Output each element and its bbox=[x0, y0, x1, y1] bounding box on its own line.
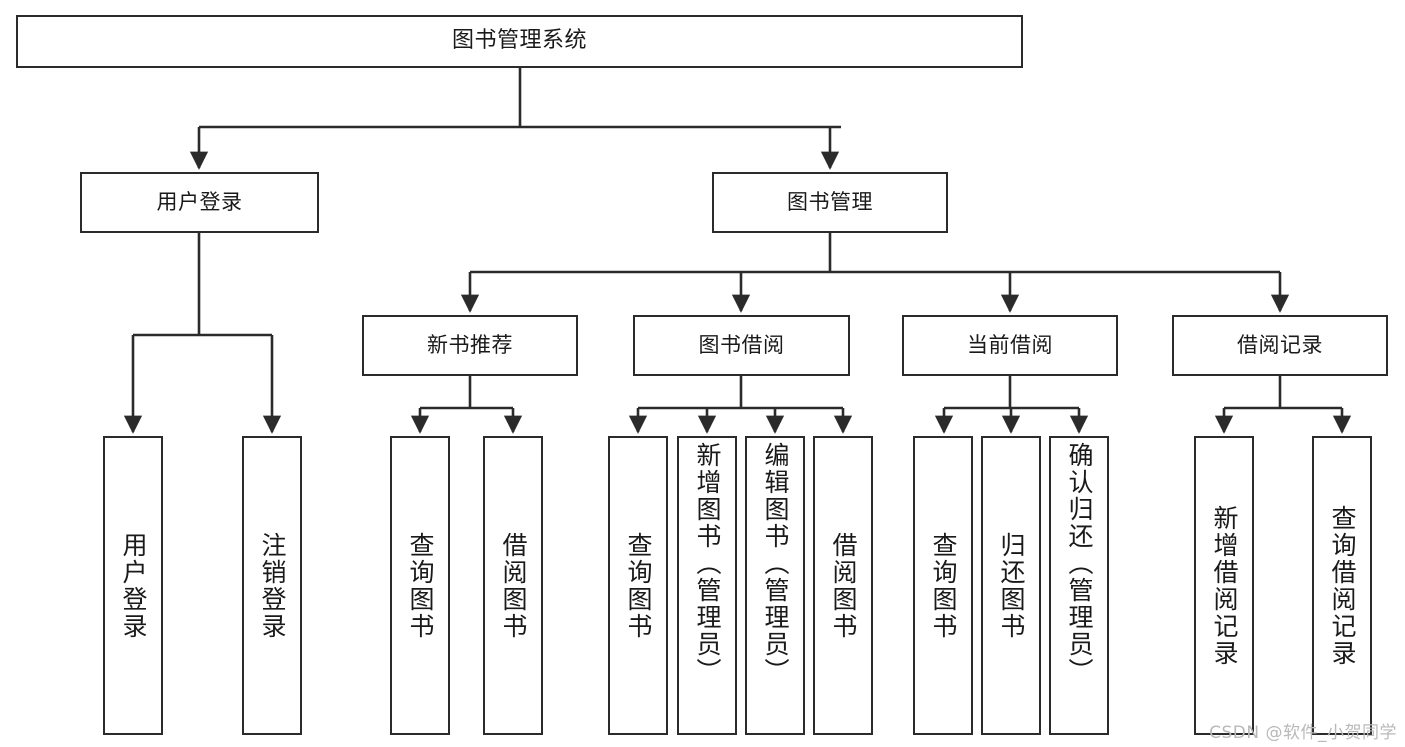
leaf-newbook-query-book[interactable]: 查询图书 bbox=[390, 436, 450, 735]
node-label: 当前借阅 bbox=[967, 332, 1053, 357]
node-label: 借阅图书 bbox=[499, 531, 528, 640]
node-book-management[interactable]: 图书管理 bbox=[712, 172, 948, 233]
leaf-borrow-add-book-admin[interactable]: 新增图书（管理员） bbox=[677, 436, 737, 735]
leaf-current-return-book[interactable]: 归还图书 bbox=[981, 436, 1041, 735]
leaf-records-add-record[interactable]: 新增借阅记录 bbox=[1194, 436, 1254, 735]
node-label: 图书管理系统 bbox=[451, 28, 587, 54]
leaf-user-logout[interactable]: 注销登录 bbox=[242, 436, 302, 735]
node-label: 用户登录 bbox=[156, 189, 243, 214]
node-label: 归还图书 bbox=[997, 531, 1026, 640]
node-label: 借阅记录 bbox=[1237, 332, 1323, 357]
node-user-login[interactable]: 用户登录 bbox=[80, 172, 319, 233]
node-label: 查询借阅记录 bbox=[1328, 504, 1357, 667]
node-root-library-system[interactable]: 图书管理系统 bbox=[16, 15, 1023, 68]
node-book-borrow[interactable]: 图书借阅 bbox=[633, 315, 850, 376]
node-label: 确认归还（管理员） bbox=[1065, 442, 1094, 685]
node-borrow-records[interactable]: 借阅记录 bbox=[1172, 315, 1388, 376]
node-label: 查询图书 bbox=[929, 531, 958, 640]
node-new-book-recommend[interactable]: 新书推荐 bbox=[362, 315, 578, 376]
node-label: 新增借阅记录 bbox=[1210, 504, 1239, 667]
node-label: 查询图书 bbox=[406, 531, 435, 640]
leaf-borrow-edit-book-admin[interactable]: 编辑图书（管理员） bbox=[745, 436, 805, 735]
node-label: 编辑图书（管理员） bbox=[761, 442, 790, 685]
leaf-current-confirm-return-admin[interactable]: 确认归还（管理员） bbox=[1049, 436, 1109, 735]
node-label: 图书借阅 bbox=[698, 332, 785, 357]
leaf-current-query-book[interactable]: 查询图书 bbox=[913, 436, 973, 735]
leaf-user-login[interactable]: 用户登录 bbox=[103, 436, 163, 735]
node-label: 图书管理 bbox=[787, 189, 873, 214]
leaf-borrow-borrow-book[interactable]: 借阅图书 bbox=[813, 436, 873, 735]
csdn-watermark: CSDN @软件_小贺同学 bbox=[1209, 723, 1397, 743]
node-label: 新书推荐 bbox=[427, 332, 513, 357]
node-current-borrow[interactable]: 当前借阅 bbox=[902, 315, 1118, 376]
node-label: 新增图书（管理员） bbox=[693, 442, 722, 685]
node-label: 借阅图书 bbox=[829, 531, 858, 640]
leaf-records-query-record[interactable]: 查询借阅记录 bbox=[1312, 436, 1372, 735]
node-label: 用户登录 bbox=[119, 531, 148, 640]
node-label: 注销登录 bbox=[258, 531, 287, 640]
leaf-borrow-query-book[interactable]: 查询图书 bbox=[608, 436, 668, 735]
leaf-newbook-borrow-book[interactable]: 借阅图书 bbox=[483, 436, 543, 735]
node-label: 查询图书 bbox=[624, 531, 653, 640]
